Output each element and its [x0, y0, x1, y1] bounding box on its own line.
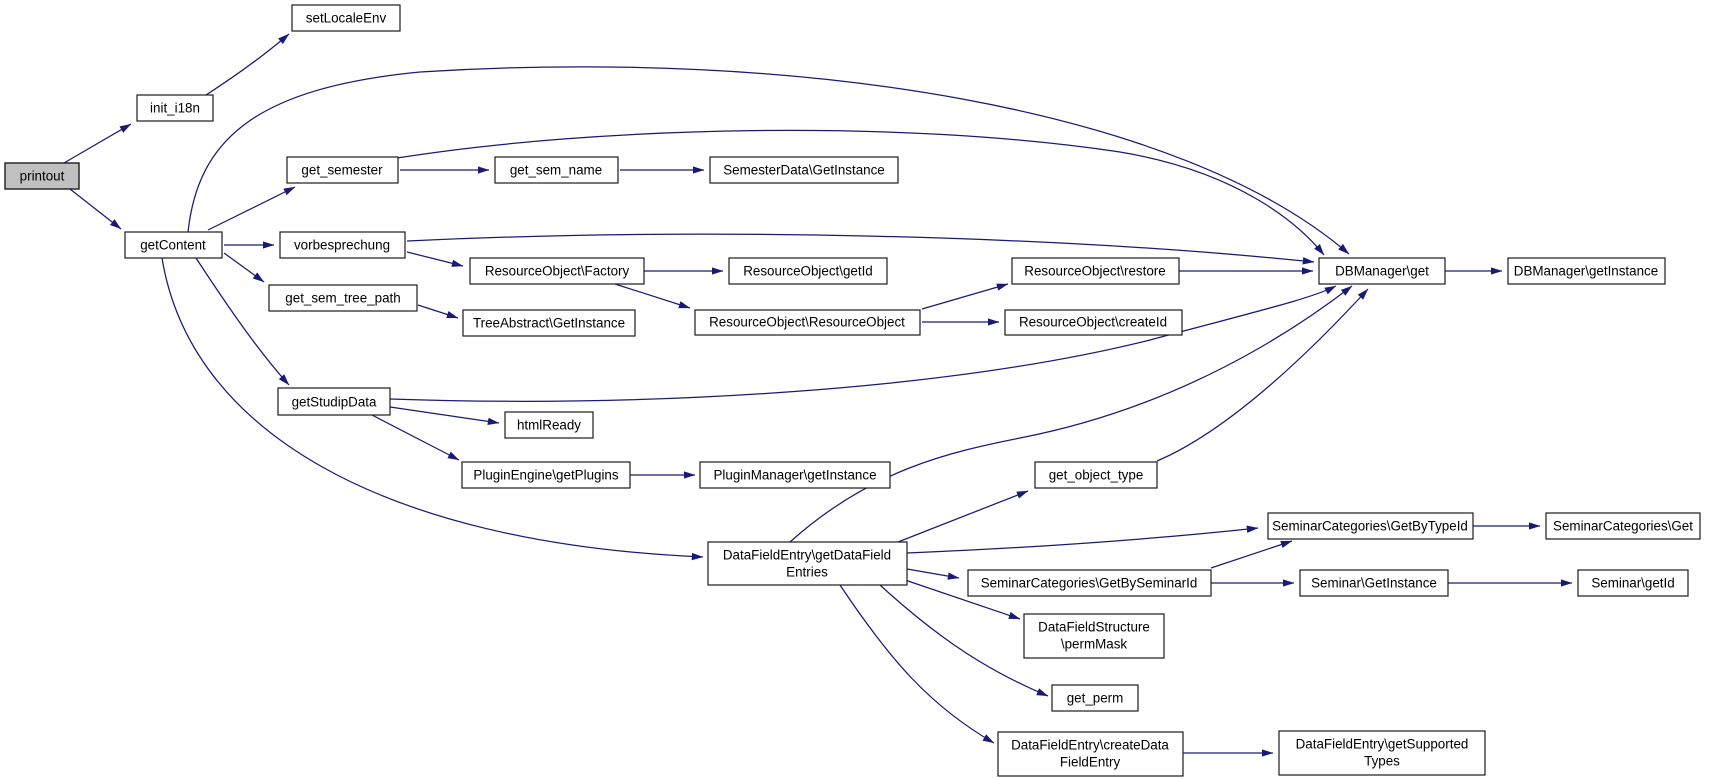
- node-dbmanager-get-label: DBManager\get: [1335, 264, 1429, 279]
- node-getcontent-label: getContent: [140, 238, 206, 253]
- node-init-i18n[interactable]: init_i18n: [136, 94, 214, 122]
- edge-getstudipdata-to-pluginengine-getplugins: [371, 414, 460, 461]
- node-get-sem-tree-path[interactable]: get_sem_tree_path: [268, 284, 418, 312]
- node-pluginmanager-getinstance-label: PluginManager\getInstance: [713, 468, 876, 483]
- node-datafieldentry-createdatafieldentry-label-line2: FieldEntry: [1060, 755, 1121, 770]
- edge-getcontent-to-get-semester: [207, 186, 296, 231]
- node-seminarcategories-get-label: SeminarCategories\Get: [1553, 519, 1693, 534]
- node-getstudipdata-label: getStudipData: [292, 395, 377, 410]
- node-pluginengine-getplugins-label: PluginEngine\getPlugins: [473, 468, 618, 483]
- node-semesterdata-getinstance-label: SemesterData\GetInstance: [723, 163, 885, 178]
- node-resourceobject-restore-label: ResourceObject\restore: [1024, 264, 1165, 279]
- edge-getstudipdata-to-htmlready: [389, 406, 500, 426]
- edge-printout-to-getcontent: [69, 188, 122, 230]
- node-resourceobject-factory-label: ResourceObject\Factory: [485, 264, 630, 279]
- node-setlocaleenv-label: setLocaleEnv: [306, 11, 387, 26]
- node-dbmanager-get[interactable]: DBManager\get: [1318, 257, 1446, 285]
- node-get-sem-tree-path-label: get_sem_tree_path: [285, 291, 400, 306]
- node-datafieldentry-getsupportedtypes[interactable]: DataFieldEntry\getSupported Types: [1278, 730, 1486, 776]
- node-seminarcategories-getbyseminarid[interactable]: SeminarCategories\GetBySeminarId: [967, 569, 1212, 597]
- edge-printout-to-init-i18n: [63, 123, 132, 164]
- node-vorbesprechung[interactable]: vorbesprechung: [279, 231, 406, 259]
- edge-resourceobject-resourceobject-to-resourceobject-restore: [921, 283, 1009, 310]
- node-datafieldentry-getdatafieldentries[interactable]: DataFieldEntry\getDataField Entries: [707, 541, 908, 586]
- node-pluginmanager-getinstance[interactable]: PluginManager\getInstance: [699, 461, 891, 489]
- node-init-i18n-label: init_i18n: [150, 101, 200, 116]
- node-getcontent[interactable]: getContent: [124, 231, 223, 259]
- node-datafieldstructure-permmask-label-line2: \permMask: [1061, 637, 1128, 652]
- node-datafieldentry-createdatafieldentry-label-line1: DataFieldEntry\createData: [1011, 738, 1169, 753]
- node-seminar-getinstance-label: Seminar\GetInstance: [1311, 576, 1437, 591]
- node-seminarcategories-getbytypeid[interactable]: SeminarCategories\GetByTypeId: [1267, 512, 1474, 540]
- edge-getstudipdata-to-dbmanager-get: [389, 285, 1337, 402]
- node-semesterdata-getinstance[interactable]: SemesterData\GetInstance: [709, 156, 899, 184]
- edge-datafieldentry-getdatafieldentries-to-datafieldentry-createdatafieldentry: [839, 584, 995, 744]
- node-setlocaleenv[interactable]: setLocaleEnv: [291, 4, 401, 32]
- node-datafieldentry-getsupportedtypes-label-line2: Types: [1364, 754, 1400, 769]
- node-pluginengine-getplugins[interactable]: PluginEngine\getPlugins: [461, 461, 631, 489]
- node-treeabstract-getinstance[interactable]: TreeAbstract\GetInstance: [462, 309, 636, 337]
- node-getstudipdata[interactable]: getStudipData: [277, 387, 391, 416]
- node-resourceobject-factory[interactable]: ResourceObject\Factory: [469, 257, 645, 285]
- node-resourceobject-resourceobject[interactable]: ResourceObject\ResourceObject: [694, 309, 921, 336]
- node-resourceobject-resourceobject-label: ResourceObject\ResourceObject: [709, 315, 905, 330]
- edge-vorbesprechung-to-dbmanager-get: [406, 233, 1315, 265]
- node-seminar-getid-label: Seminar\getId: [1591, 576, 1674, 591]
- node-datafieldentry-createdatafieldentry[interactable]: DataFieldEntry\createData FieldEntry: [997, 731, 1184, 777]
- node-resourceobject-createid[interactable]: ResourceObject\createId: [1004, 309, 1183, 336]
- edge-vorbesprechung-to-resourceobject-factory: [406, 251, 464, 267]
- node-resourceobject-getid[interactable]: ResourceObject\getId: [728, 257, 888, 285]
- node-seminarcategories-getbyseminarid-label: SeminarCategories\GetBySeminarId: [981, 576, 1198, 591]
- edge-seminarcategories-getbyseminarid-to-seminarcategories-getbytypeid: [1210, 540, 1293, 569]
- edge-get-sem-tree-path-to-treeabstract-getinstance: [417, 304, 459, 319]
- node-datafieldstructure-permmask-label-line1: DataFieldStructure: [1038, 620, 1150, 635]
- node-seminarcategories-getbytypeid-label: SeminarCategories\GetByTypeId: [1272, 519, 1468, 534]
- edge-datafieldentry-getdatafieldentries-to-seminarcategories-getbytypeid: [906, 525, 1259, 554]
- edge-datafieldentry-getdatafieldentries-to-get-object-type: [897, 490, 1029, 543]
- edge-get-semester-to-dbmanager-get: [396, 129, 1325, 256]
- node-get-perm[interactable]: get_perm: [1051, 684, 1139, 712]
- edge-init-i18n-to-setlocaleenv: [205, 33, 290, 96]
- node-datafieldentry-getdatafieldentries-label-line1: DataFieldEntry\getDataField: [723, 548, 891, 563]
- node-resourceobject-createid-label: ResourceObject\createId: [1019, 315, 1167, 330]
- edge-datafieldentry-getdatafieldentries-to-get-perm: [879, 584, 1049, 697]
- node-get-object-type-label: get_object_type: [1049, 468, 1144, 483]
- node-resourceobject-restore[interactable]: ResourceObject\restore: [1011, 257, 1180, 285]
- edge-getcontent-to-datafieldentry-getdatafieldentries: [161, 257, 704, 561]
- node-get-perm-label: get_perm: [1067, 691, 1124, 706]
- node-vorbesprechung-label: vorbesprechung: [294, 238, 390, 253]
- node-seminarcategories-get[interactable]: SeminarCategories\Get: [1545, 512, 1701, 540]
- edge-resourceobject-factory-to-resourceobject-resourceobject: [614, 283, 691, 309]
- node-datafieldentry-getsupportedtypes-label-line1: DataFieldEntry\getSupported: [1296, 737, 1469, 752]
- node-treeabstract-getinstance-label: TreeAbstract\GetInstance: [473, 316, 625, 331]
- node-get-sem-name[interactable]: get_sem_name: [494, 156, 619, 184]
- node-printout-label: printout: [20, 169, 65, 184]
- node-get-semester[interactable]: get_semester: [286, 156, 399, 184]
- edge-datafieldentry-getdatafieldentries-to-datafieldstructure-permmask: [904, 579, 1021, 620]
- node-get-semester-label: get_semester: [301, 163, 383, 178]
- node-datafieldstructure-permmask[interactable]: DataFieldStructure \permMask: [1023, 613, 1165, 659]
- node-htmlready[interactable]: htmlReady: [504, 411, 594, 439]
- node-seminar-getinstance[interactable]: Seminar\GetInstance: [1299, 569, 1449, 597]
- node-get-object-type[interactable]: get_object_type: [1034, 461, 1158, 489]
- node-datafieldentry-getdatafieldentries-label-line2: Entries: [786, 565, 828, 580]
- node-dbmanager-getinstance[interactable]: DBManager\getInstance: [1507, 257, 1666, 285]
- node-printout: printout: [4, 162, 80, 190]
- node-get-sem-name-label: get_sem_name: [510, 163, 602, 178]
- node-resourceobject-getid-label: ResourceObject\getId: [743, 264, 873, 279]
- node-dbmanager-getinstance-label: DBManager\getInstance: [1514, 264, 1658, 279]
- edge-getcontent-to-getstudipdata: [195, 257, 290, 386]
- edge-getcontent-to-get-sem-tree-path: [223, 252, 265, 283]
- edge-get-object-type-to-dbmanager-get: [1156, 288, 1369, 462]
- edge-getcontent-to-dbmanager-get: [187, 66, 1350, 255]
- node-seminar-getid[interactable]: Seminar\getId: [1577, 569, 1689, 597]
- edge-datafieldentry-getdatafieldentries-to-seminarcategories-getbyseminarid: [906, 568, 960, 580]
- node-htmlready-label: htmlReady: [517, 418, 581, 433]
